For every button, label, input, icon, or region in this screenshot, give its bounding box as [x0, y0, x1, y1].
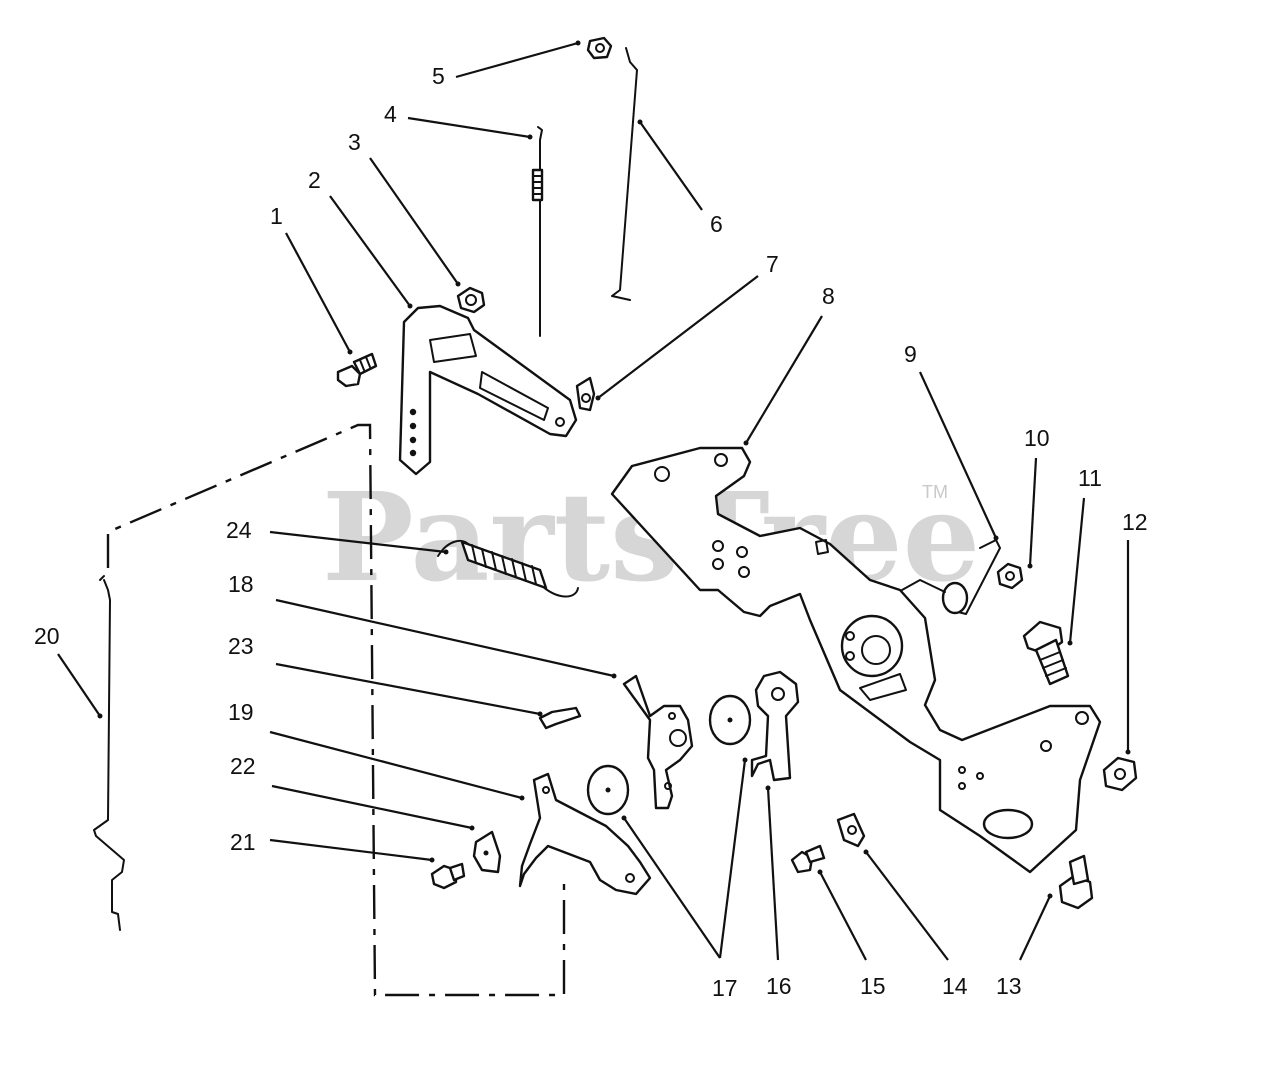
part-4-spring-rod — [531, 126, 544, 337]
assembly-bracket — [106, 423, 566, 997]
part-20-link-rod — [93, 575, 125, 931]
leader-lines — [57, 40, 1131, 961]
part-21-screw — [430, 862, 466, 890]
part-17-washer-a — [708, 694, 752, 746]
part-24-spring — [437, 539, 579, 598]
part-19-bracket — [518, 772, 652, 896]
callout-5: 5 — [432, 63, 445, 89]
part-5-nut — [586, 36, 613, 60]
callout-8: 8 — [822, 283, 835, 309]
callout-1: 1 — [270, 203, 283, 229]
part-8-control-bracket — [610, 446, 1102, 874]
callout-22: 22 — [230, 753, 256, 779]
callout-4: 4 — [384, 101, 397, 127]
part-17-washer-b — [586, 764, 630, 816]
callout-7: 7 — [766, 251, 779, 277]
part-3-nut — [456, 286, 486, 314]
part-12-nut — [1102, 756, 1138, 792]
part-7-clip — [575, 376, 596, 412]
callout-9: 9 — [904, 341, 917, 367]
callout-15: 15 — [860, 973, 886, 999]
callout-11: 11 — [1078, 465, 1102, 491]
part-16-lever — [750, 670, 800, 782]
callout-17: 17 — [712, 975, 738, 1001]
callout-10: 10 — [1024, 425, 1050, 451]
callout-14: 14 — [942, 973, 968, 999]
callout-13: 13 — [996, 973, 1022, 999]
callout-6: 6 — [710, 211, 723, 237]
callout-19: 19 — [228, 699, 254, 725]
callout-23: 23 — [228, 633, 254, 659]
part-1-bolt — [336, 352, 378, 388]
part-23-screw — [538, 706, 582, 730]
callout-18: 18 — [228, 571, 254, 597]
part-6-rod — [611, 47, 638, 301]
part-13-bolt — [1058, 854, 1094, 910]
part-2-control-lever — [398, 304, 578, 476]
callout-12: 12 — [1122, 509, 1148, 535]
part-14-clip — [836, 812, 866, 848]
callout-16: 16 — [766, 973, 792, 999]
callout-21: 21 — [230, 829, 256, 855]
part-11-bolt — [1022, 620, 1070, 686]
callout-20: 20 — [34, 623, 60, 649]
callout-24: 24 — [226, 517, 252, 543]
part-18-link-arm — [622, 674, 694, 810]
part-9-spring-clip — [901, 539, 1001, 615]
part-15-screw — [790, 844, 826, 874]
callout-2: 2 — [308, 167, 321, 193]
callout-3: 3 — [348, 129, 361, 155]
callout-numbers: 1 2 3 4 5 6 7 8 9 10 11 12 13 14 15 16 1… — [34, 63, 1148, 1001]
watermark-trademark: TM — [922, 482, 948, 502]
part-10-nut — [996, 562, 1024, 590]
part-22-spacer — [472, 830, 502, 874]
